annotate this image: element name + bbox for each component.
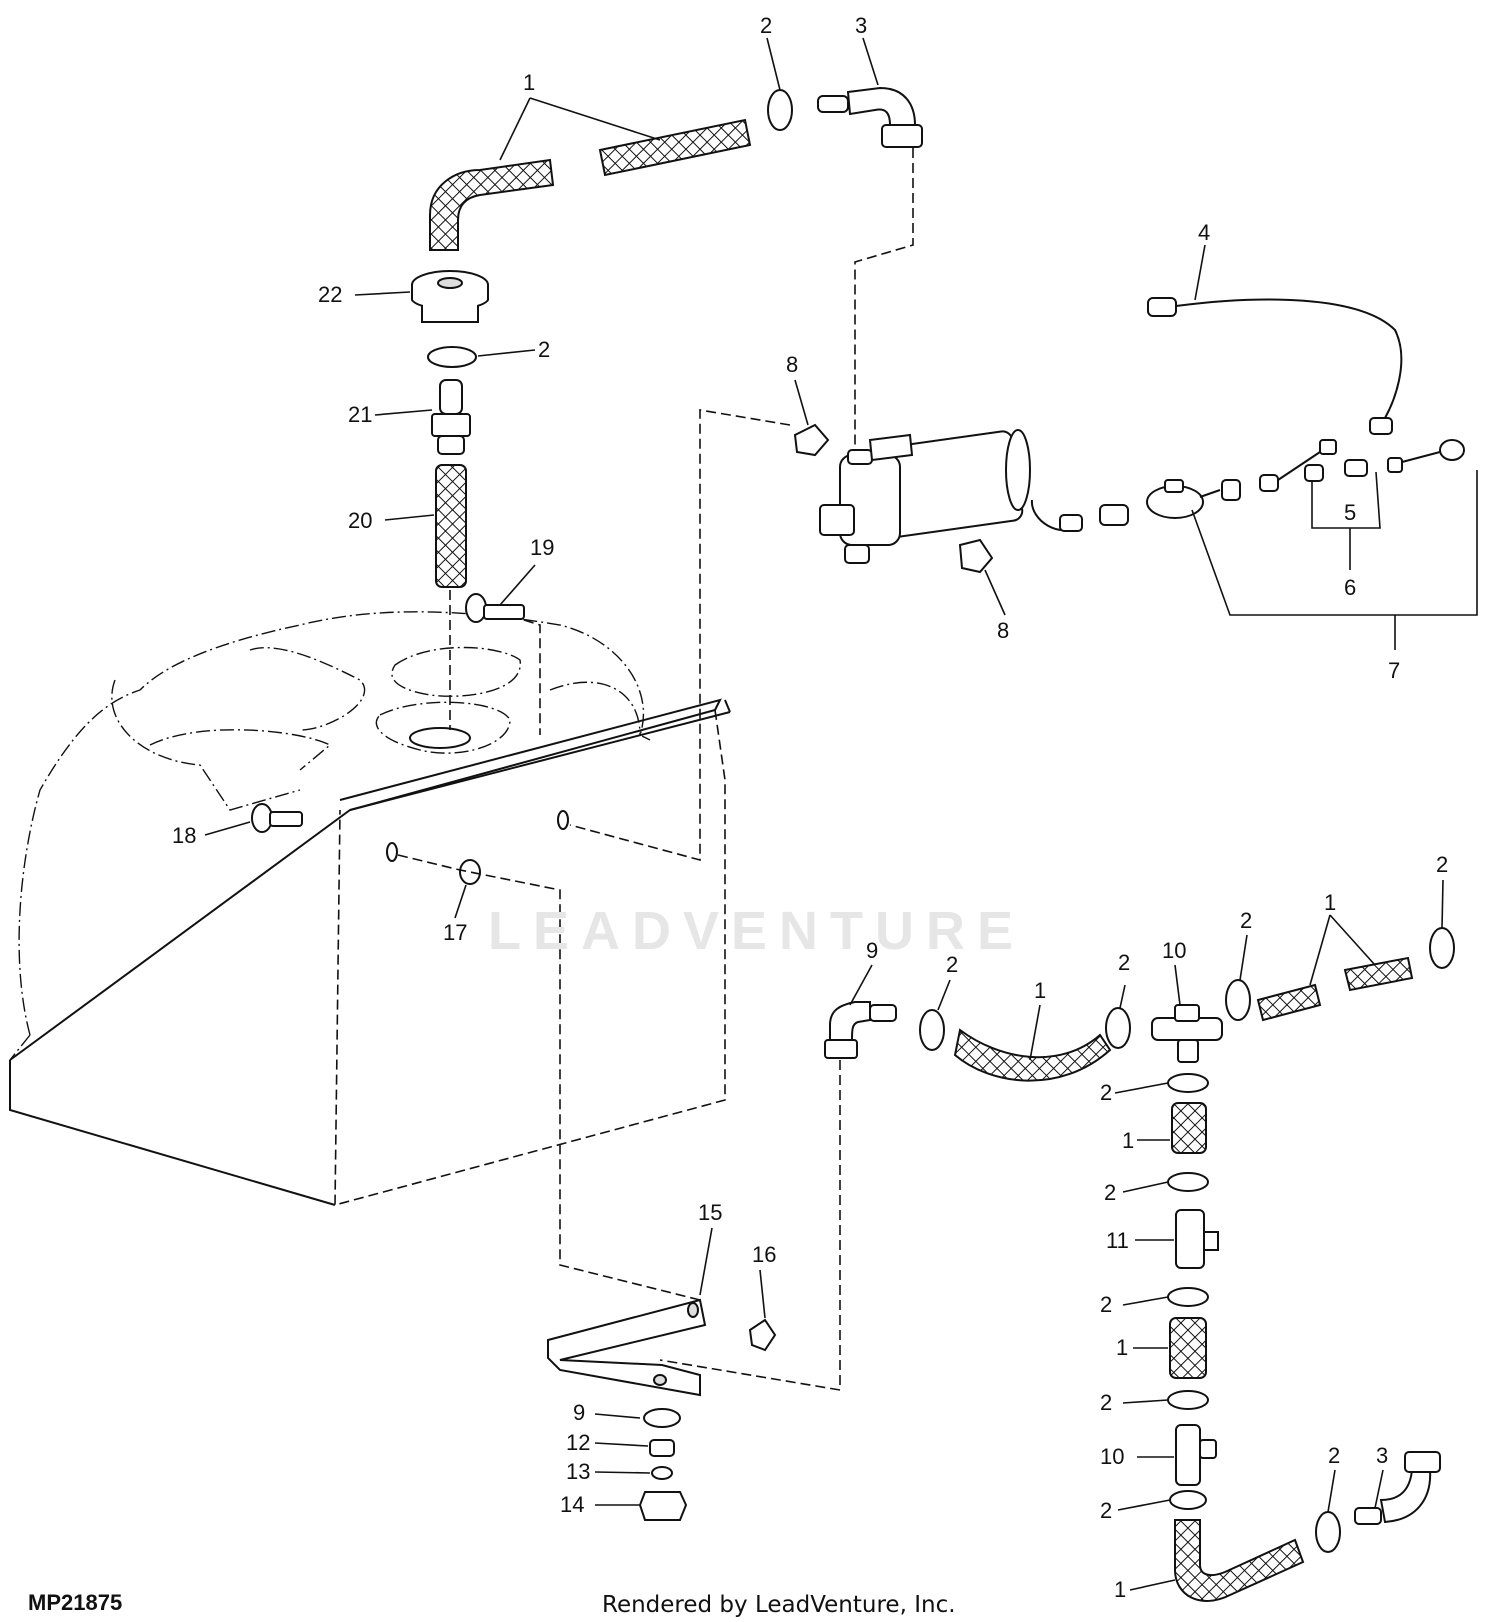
hose-clamp-10a [1105,1007,1131,1049]
figure-id: MP21875 [28,1590,123,1615]
callout-19: 19 [530,535,554,560]
callout-2: 2 [760,13,772,38]
callout-10: 10 [1100,1444,1124,1469]
callout-3: 3 [855,13,867,38]
nut-9-lower [643,1408,681,1428]
fuel-tank [9,611,651,1061]
routing-lines [397,148,914,1391]
callout-9: 9 [866,938,878,963]
wire-lead-4 [1147,297,1403,435]
callout-17: 17 [443,920,467,945]
clamp-v5 [1169,1490,1207,1510]
hose-clamp-bottom [1315,1511,1341,1553]
grommet-17 [459,859,481,885]
callout-1: 1 [1114,1577,1126,1602]
elbow-fitting-9 [824,1001,897,1059]
callout-14: 14 [560,1492,584,1517]
filler-adapter [431,379,471,455]
nut-14 [638,1491,688,1521]
callout-22: 22 [318,282,342,307]
callout-18: 18 [172,823,196,848]
callout-2: 2 [1240,908,1252,933]
callout-1: 1 [523,70,535,95]
callout-11: 11 [1106,1228,1129,1253]
hose-v1 [1171,1102,1207,1154]
callout-6: 6 [1344,575,1356,600]
hose-v2 [1169,1317,1207,1379]
elbow-fitting-bottom [1354,1451,1441,1525]
render-credit: Rendered by LeadVenture, Inc. [602,1592,956,1618]
fuel-hose-upper-mid [598,118,752,177]
callout-2: 2 [1328,1443,1340,1468]
shutoff-valve-11 [1175,1209,1219,1269]
fuel-hose-upper-left [429,158,555,251]
callout-8: 8 [786,352,798,377]
hose-right-1 [1256,983,1322,1022]
grommet-8-upper [793,423,830,457]
callout-8: 8 [997,618,1009,643]
hose-right-2 [1343,956,1414,992]
tee-fitting-upper [1151,1004,1223,1063]
clamp-v2 [1167,1172,1209,1192]
callout-16: 16 [752,1242,776,1267]
wire-connector-set [1030,439,1465,532]
callout-2: 2 [1118,950,1130,975]
callout-2: 2 [1104,1180,1116,1205]
callout-1: 1 [1034,978,1046,1003]
watermark-text: LEADVENTURE [488,901,1026,961]
hose-clamp-upper [767,89,793,131]
fuel-pump [819,429,1031,564]
callout-2: 2 [946,952,958,977]
callout-2: 2 [1100,1292,1112,1317]
hose-bottom-elbow [1174,1519,1305,1602]
callout-15: 15 [698,1200,722,1225]
tank-shroud [9,698,731,1207]
hose-clamp-filler [427,346,477,368]
mounting-bracket-15 [547,1298,707,1397]
callout-2: 2 [1100,1390,1112,1415]
clamp-v1 [1167,1073,1209,1093]
callout-7: 7 [1388,658,1400,683]
callout-2: 2 [538,337,550,362]
bolt-18 [251,803,303,833]
filler-hose [435,464,467,588]
tee-fitting-lower [1175,1424,1217,1486]
callout-2: 2 [1100,1080,1112,1105]
hose-clamp-9 [919,1009,945,1051]
callout-10: 10 [1162,938,1186,963]
spacer-12 [649,1439,675,1457]
washer-13 [651,1466,673,1480]
elbow-fitting-upper [817,86,923,148]
callout-labels: 1 2 3 22 2 21 20 19 8 4 8 5 6 7 18 17 15… [172,13,1448,1602]
callout-21: 21 [348,402,372,427]
callout-2: 2 [1436,852,1448,877]
fuel-cap [411,270,489,323]
callout-13: 13 [566,1459,590,1484]
tank-opening [409,727,471,749]
bolt-19 [465,593,525,623]
callout-4: 4 [1198,220,1210,245]
nut-16 [748,1318,777,1352]
callout-2: 2 [1100,1498,1112,1523]
hose-clamp-right-end [1429,927,1455,969]
leader-lines [204,37,1478,1591]
grommet-8-lower [958,538,994,574]
clamp-v4 [1167,1390,1209,1410]
callout-5: 5 [1344,500,1356,525]
clamp-v3 [1167,1287,1209,1307]
callout-3: 3 [1376,1443,1388,1468]
callout-12: 12 [566,1430,590,1455]
curved-hose-lower [953,1028,1112,1082]
callout-1: 1 [1116,1335,1128,1360]
callout-1: 1 [1122,1128,1134,1153]
mount-holes [386,810,569,862]
callout-1: 1 [1324,890,1336,915]
hose-clamp-right-1 [1225,979,1251,1021]
callout-9: 9 [573,1400,585,1425]
callout-20: 20 [348,508,372,533]
